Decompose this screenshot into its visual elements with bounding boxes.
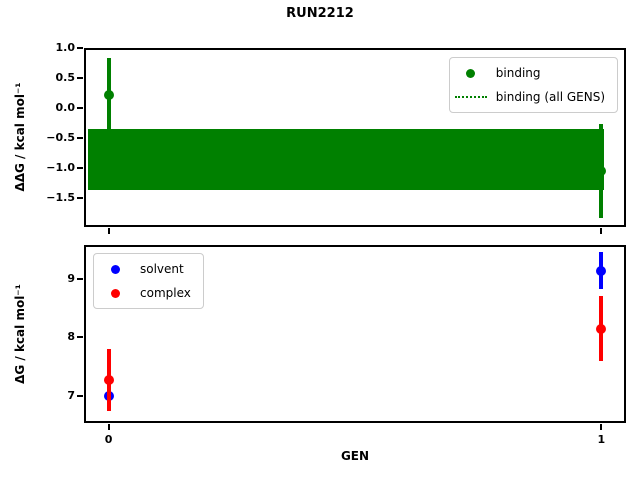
- solvent-dot-icon: [110, 264, 120, 274]
- legend: solvent complex: [93, 253, 204, 309]
- y-tick-label: 7: [67, 388, 75, 402]
- complex-dot-icon: [110, 288, 120, 298]
- y-tick-label: 0.0: [55, 101, 76, 115]
- y-tick-label: 8: [67, 330, 75, 344]
- y-tick: [77, 197, 83, 200]
- y-tick: [77, 47, 83, 50]
- top-y-axis-label: ΔΔG / kcal mol⁻¹: [13, 82, 27, 192]
- x-tick-label: 0: [104, 433, 113, 446]
- x-tick: [600, 228, 603, 234]
- binding-marker: [103, 90, 114, 101]
- y-tick-label: −1.5: [46, 191, 75, 205]
- all-gens-band: [87, 129, 604, 191]
- legend-entry: binding (all GENS): [452, 85, 615, 109]
- x-tick-label: 1: [597, 433, 606, 446]
- legend-entry: complex: [96, 281, 201, 305]
- legend-label: solvent: [140, 262, 184, 276]
- top-axes: [84, 48, 626, 227]
- x-tick: [600, 424, 603, 430]
- complex-marker: [596, 323, 607, 334]
- solvent-marker: [596, 265, 607, 276]
- binding-dot-icon: [466, 68, 476, 78]
- legend-marker-zone: [452, 68, 490, 78]
- y-tick: [77, 137, 83, 140]
- bottom-y-axis-label: ΔG / kcal mol⁻¹: [13, 284, 27, 384]
- legend-marker-zone: [96, 264, 134, 274]
- legend-label: complex: [140, 286, 191, 300]
- legend-label: binding: [495, 66, 541, 80]
- x-tick: [107, 424, 110, 430]
- legend-entry: solvent: [96, 257, 201, 281]
- dotted-line-icon: [454, 96, 487, 98]
- legend-entry: binding: [452, 61, 615, 85]
- y-tick-label: 9: [67, 272, 75, 286]
- bottom-axes: [84, 245, 626, 423]
- y-tick-label: 1.0: [55, 41, 76, 55]
- y-tick: [77, 167, 83, 170]
- y-tick-label: −1.0: [46, 161, 75, 175]
- binding-marker: [596, 166, 607, 177]
- y-tick-label: −0.5: [46, 131, 75, 145]
- y-tick: [77, 278, 83, 281]
- x-tick: [107, 228, 110, 234]
- y-tick: [77, 77, 83, 80]
- y-tick: [77, 336, 83, 339]
- y-tick-label: 0.5: [55, 71, 76, 85]
- legend: binding binding (all GENS): [448, 57, 618, 113]
- legend-marker-zone: [96, 288, 134, 298]
- legend-label: binding (all GENS): [495, 90, 605, 104]
- legend-marker-zone: [452, 96, 490, 98]
- complex-marker: [103, 374, 114, 385]
- y-tick: [77, 107, 83, 110]
- y-tick: [77, 394, 83, 397]
- x-axis-label: GEN: [340, 449, 370, 463]
- figure-title: RUN2212: [286, 6, 354, 21]
